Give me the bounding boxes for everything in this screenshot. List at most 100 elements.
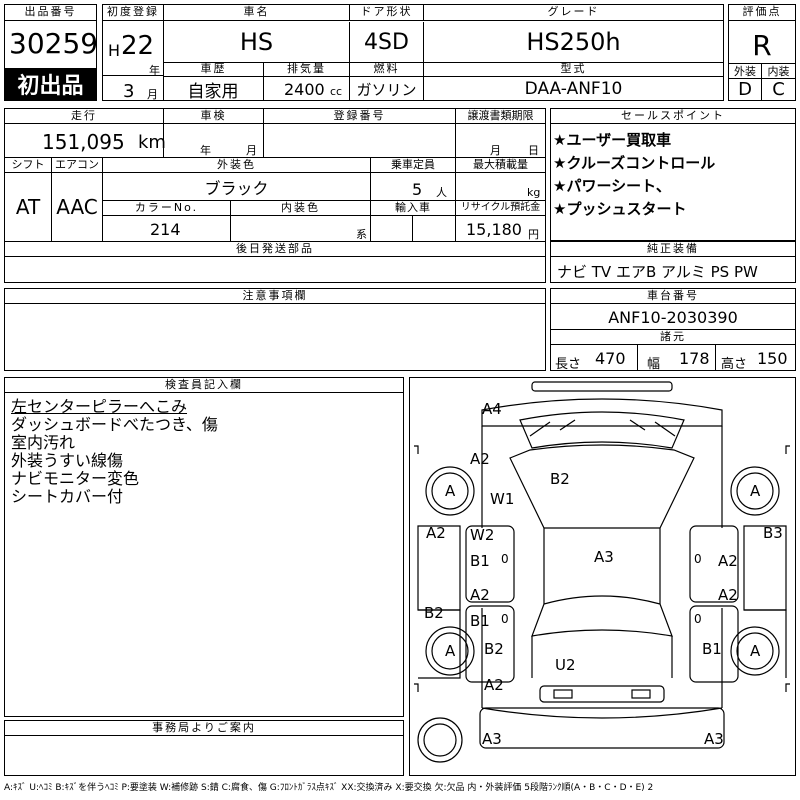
note-1: 左センターピラーへこみ	[11, 397, 188, 416]
inspector-label: 検査員記入欄	[4, 377, 404, 393]
year-unit: 年	[149, 64, 160, 77]
tire-front-left: A	[445, 482, 456, 500]
inspection-month-unit: 月	[246, 144, 257, 157]
chassis-label: 車台番号	[550, 288, 796, 304]
damage-right-a2: A2	[718, 552, 738, 570]
shift: AT	[15, 195, 41, 219]
damage-a3-bumper-right: A3	[704, 730, 724, 748]
import-label: 輸入車	[370, 200, 456, 216]
height-label: 高さ	[721, 357, 748, 372]
damage-zero-2: 0	[694, 552, 702, 566]
damage-fender-a2: A2	[470, 450, 490, 468]
damage-zero-3: 0	[501, 612, 509, 626]
model: DAA-ANF10	[524, 79, 623, 99]
later-parts-label: 後日発送部品	[4, 241, 546, 257]
dims-label: 諸元	[550, 329, 796, 345]
damage-a2-rear-door: A2	[470, 586, 490, 604]
color-label: 外装色	[102, 157, 371, 173]
displacement-unit: cc	[330, 85, 343, 98]
inspection-year-unit: 年	[200, 144, 211, 157]
note-2: ダッシュボードべたつき、傷	[11, 415, 218, 434]
damage-b1-rear-door: B1	[470, 612, 490, 630]
int-label: 内装	[762, 64, 795, 79]
sales-point-label: セールスポイント	[550, 108, 796, 124]
ext-grade: D	[729, 79, 762, 100]
legend: A:ｷｽﾞ U:ﾍｺﾐ B:ｷｽﾞを伴うﾍｺﾐ P:要塗装 W:補修跡 S:錆 …	[4, 783, 654, 793]
door-label: ドア形状	[349, 4, 424, 21]
grade: HS250h	[526, 28, 621, 56]
length: 470	[595, 349, 626, 368]
displacement-label: 排気量	[263, 62, 350, 77]
score-label: 評価点	[728, 4, 796, 21]
height: 150	[757, 349, 788, 368]
damage-b1-door: B1	[470, 552, 490, 570]
transfer-label: 譲渡書類期限	[455, 108, 546, 124]
tire-front-right: A	[750, 482, 761, 500]
car-diagram-box: A4 A2 B2 W1 A2 W2 B1 0 A3 A2 0 B3 B2 A2 …	[409, 377, 796, 776]
note-6: シートカバー付	[11, 487, 124, 506]
lot-number-box: 出品番号 30259 初出品	[4, 4, 98, 101]
transfer-month-unit: 月	[490, 144, 501, 157]
reg-month: 3	[123, 81, 135, 102]
reg-number-label: 登録番号	[263, 108, 456, 124]
tire-rear-right: A	[750, 642, 761, 660]
damage-a2-right-rear: A2	[718, 586, 738, 604]
recycle-label: リサイクル預託金	[455, 200, 546, 216]
score: R	[752, 28, 772, 62]
damage-w1: W1	[490, 490, 515, 508]
fuel-label: 燃料	[349, 62, 424, 77]
door-type: 4SD	[349, 22, 424, 62]
era: H	[108, 41, 121, 60]
color: ブラック	[204, 179, 269, 198]
damage-a2-rear-left: A2	[484, 676, 504, 694]
ac: AAC	[56, 195, 98, 219]
first-reg-label: 初度登録	[102, 4, 164, 21]
load-label: 最大積載量	[455, 157, 546, 173]
mileage-unit: km	[138, 132, 166, 153]
car-name-label: 車名	[163, 4, 350, 21]
score-box: 評価点 R 外装 内装 D C	[728, 4, 796, 101]
damage-left-a2: A2	[426, 524, 446, 542]
width: 178	[679, 349, 710, 368]
reg-year: 22	[121, 31, 155, 61]
damage-zero-1: 0	[501, 552, 509, 566]
damage-front-a4: A4	[482, 400, 502, 418]
inspector-box: 検査員記入欄 左センターピラーへこみ ダッシュボードべたつき、傷 室内汚れ 外装…	[4, 377, 404, 717]
history-label: 車歴	[163, 62, 264, 77]
damage-center-a3: A3	[594, 548, 614, 566]
month-unit: 月	[147, 88, 158, 101]
ac-label: エアコン	[51, 157, 103, 173]
recycle-unit: 円	[528, 228, 539, 241]
chassis-number: ANF10-2030390	[608, 307, 738, 327]
equipment-label: 純正装備	[550, 241, 796, 257]
office-label: 事務局よりご案内	[4, 720, 404, 736]
ext-label: 外装	[729, 64, 762, 79]
inspector-notes: 左センターピラーへこみ ダッシュボードべたつき、傷 室内汚れ 外装うすい線傷 ナ…	[11, 398, 218, 506]
sales-point-1: ★ユーザー買取車	[553, 131, 672, 149]
sales-point-2: ★クルーズコントロール	[553, 154, 716, 172]
seats-label: 乗車定員	[370, 157, 456, 173]
damage-b1-rear-right: B1	[702, 640, 722, 658]
mileage-label: 走行	[4, 108, 164, 124]
caution-label: 注意事項欄	[4, 288, 546, 304]
model-label: 型式	[423, 62, 724, 77]
chassis-box: 車台番号 ANF10-2030390 諸元 長さ 470 幅 178 高さ 15…	[550, 288, 796, 372]
sales-point-4: ★プッシュスタート	[553, 200, 687, 218]
sales-point-3: ★パワーシート、	[553, 177, 671, 195]
seats-unit: 人	[436, 186, 447, 199]
displacement: 2400	[284, 80, 325, 99]
color-no-label: カラーNo.	[102, 200, 231, 216]
office-box: 事務局よりご案内	[4, 720, 404, 776]
note-3: 室内汚れ	[11, 433, 76, 452]
note-5: ナビモニター変色	[11, 469, 140, 488]
inspection-label: 車検	[163, 108, 264, 124]
damage-zero-4: 0	[694, 612, 702, 626]
seats: 5	[412, 180, 423, 199]
length-label: 長さ	[555, 357, 582, 372]
fuel: ガソリン	[349, 77, 424, 101]
transfer-day-unit: 日	[528, 144, 539, 157]
car-outline-diagram	[414, 381, 790, 763]
width-label: 幅	[647, 357, 661, 372]
damage-w2: W2	[470, 526, 495, 544]
mileage: 151,095	[42, 130, 125, 154]
